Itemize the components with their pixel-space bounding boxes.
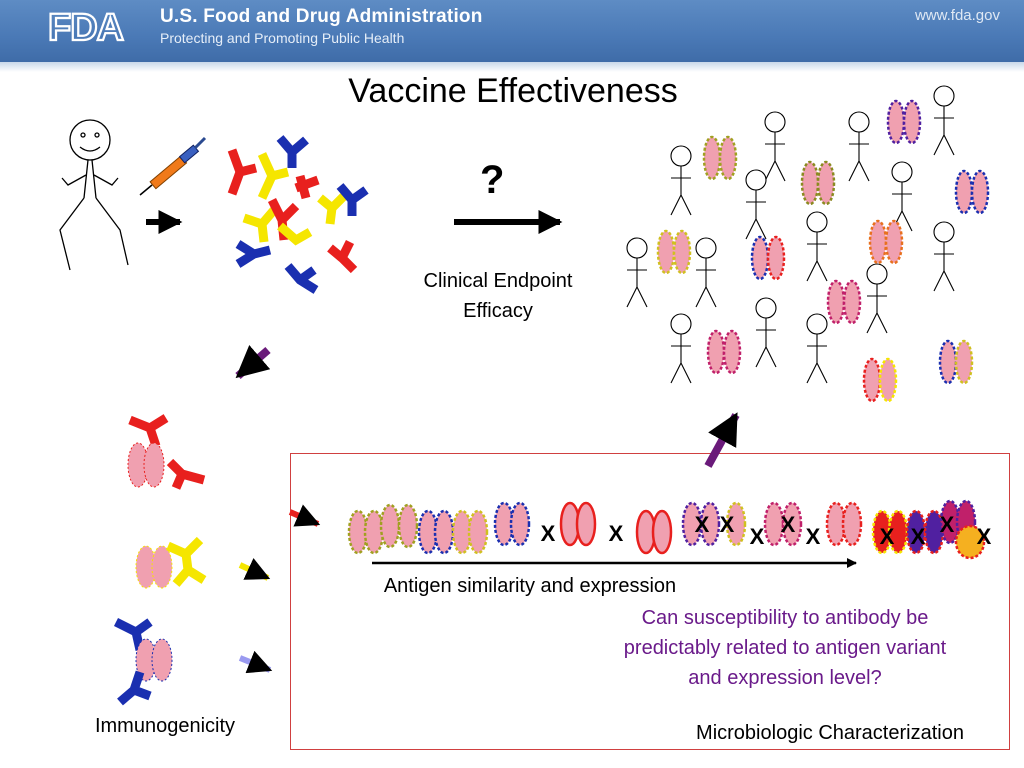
person-figure [866,263,888,334]
antigen-axis-label: Antigen similarity and expression [383,575,677,597]
bacteria-pair [656,229,692,275]
microbiologic-box [290,453,1010,750]
x-mark: X [750,524,765,549]
x-mark: X [977,524,992,549]
x-mark: X [806,524,821,549]
person-figure [933,221,955,292]
bacteria-pair [954,169,990,215]
efficacy-label: Efficacy [463,300,533,322]
x-mark: X [880,524,895,549]
x-mark: X [541,521,556,546]
person-figure [670,145,692,216]
fda-logo-icon: FDA [48,6,126,46]
antigen-gradient-row [347,499,986,560]
fda-header-bar [0,0,1024,62]
bacteria-pair [702,135,738,181]
person-figure [695,237,717,308]
bacteria-pair [862,357,898,403]
population-bacteria [656,99,990,403]
agency-name: U.S. Food and Drug Administration [160,6,483,27]
bacteria-pair [868,219,904,265]
immunogenicity-label: Immunogenicity [94,715,236,737]
x-mark: X [609,521,624,546]
x-mark: X [911,524,926,549]
x-mark: X [781,512,796,537]
person-figure [745,169,767,240]
antibody-cluster [227,135,369,294]
x-mark: X [695,512,710,537]
bacteria-pair [750,235,786,281]
person-figure [626,237,648,308]
bacteria-pair [886,99,922,145]
slide-title: Vaccine Effectiveness [348,72,678,110]
microbiologic-characterization-label: Microbiologic Characterization [696,722,964,744]
fda-logo-text: FDA [48,7,124,46]
question-line-2: predictably related to antigen variant [623,637,947,659]
question-mark: ? [480,158,505,202]
question-line-1: Can susceptibility to antibody be [641,607,929,629]
person-figure [764,111,786,182]
person-figure [755,297,777,368]
agency-tagline: Protecting and Promoting Public Health [160,30,405,46]
bacteria-pair [800,160,836,206]
bacteria-pair [938,339,974,385]
immunogenicity-examples [113,414,207,706]
x-mark: X [940,512,955,537]
question-line-3: and expression level? [688,667,882,689]
person-figure [891,161,913,232]
x-mark: X [720,512,735,537]
person-figure [806,211,828,282]
site-url-link[interactable]: www.fda.gov [914,7,1000,24]
person-figure-large [59,119,129,271]
person-figure [670,313,692,384]
header-gradient-band [0,62,1024,72]
clinical-endpoint-label: Clinical Endpoint [423,270,573,292]
x-marks: X X X X X X X X X X X [541,512,992,549]
bacteria-pair [706,329,742,375]
person-figure [806,313,828,384]
syringe-icon [139,136,207,196]
arrows [146,210,857,674]
population-cluster [626,85,955,384]
person-figure [933,85,955,156]
person-figure [848,111,870,182]
bacteria-pair [826,279,862,325]
